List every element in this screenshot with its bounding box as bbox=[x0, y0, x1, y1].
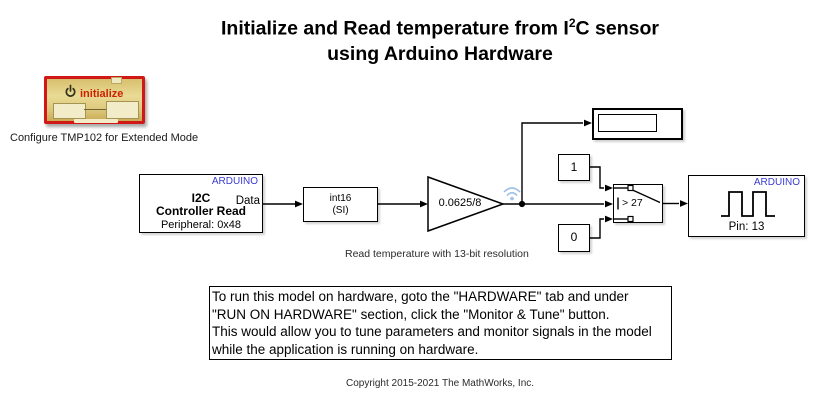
i2c-block-name-line1: I2C bbox=[191, 191, 211, 205]
hardware-note-line2: "RUN ON HARDWARE" section, click the "Mo… bbox=[212, 306, 610, 322]
digital-output-block[interactable]: ARDUINO Pin: 13 bbox=[688, 175, 805, 237]
init-graphic-bar bbox=[74, 119, 118, 123]
init-caption: Configure TMP102 for Extended Mode bbox=[10, 132, 199, 144]
hardware-note-box[interactable]: To run this model on hardware, goto the … bbox=[209, 286, 672, 360]
i2c-block-name-line2: Controller Read bbox=[155, 204, 246, 218]
init-graphic-box-left bbox=[53, 103, 86, 119]
display-block[interactable] bbox=[592, 108, 683, 140]
conversion-type-label: int16 bbox=[329, 193, 352, 204]
power-icon bbox=[64, 84, 77, 103]
model-title-line2: using Arduino Hardware bbox=[327, 42, 553, 65]
switch-block[interactable]: > 27 bbox=[613, 184, 663, 223]
arduino-tag: ARDUINO bbox=[753, 177, 800, 188]
pulse-wave-icon bbox=[720, 189, 776, 224]
model-title-superscript: 2 bbox=[568, 16, 576, 30]
i2c-controller-read-block[interactable]: ARDUINO I2C Controller Read Peripheral: … bbox=[139, 174, 263, 233]
hardware-note-line1: To run this model on hardware, goto the … bbox=[212, 289, 629, 304]
gain-value-label: 0.0625/8 bbox=[438, 197, 482, 209]
init-graphic-box-right bbox=[106, 101, 139, 119]
copyright-note: Copyright 2015-2021 The MathWorks, Inc. bbox=[345, 378, 535, 389]
constant-zero-block[interactable]: 0 bbox=[558, 224, 590, 252]
hardware-note-line4: while the application is running on hard… bbox=[212, 341, 479, 357]
arduino-tag: ARDUINO bbox=[211, 176, 258, 187]
constant-zero-value: 0 bbox=[570, 230, 578, 244]
constant-one-block[interactable]: 1 bbox=[558, 154, 590, 181]
conversion-mode-label: (SI) bbox=[332, 205, 349, 216]
branch-point bbox=[518, 200, 526, 208]
wifi-icon bbox=[503, 187, 521, 201]
model-title-line1-pre: Initialize and Read temperature from I bbox=[221, 17, 569, 40]
wire-const1-to-switch[interactable] bbox=[590, 166, 604, 189]
data-output-port-label: Data bbox=[235, 195, 260, 207]
hardware-note-line3: This would allow you to tune parameters … bbox=[212, 324, 652, 339]
display-readout bbox=[598, 114, 657, 132]
constant-one-value: 1 bbox=[570, 160, 578, 174]
i2c-peripheral-label: Peripheral: 0x48 bbox=[160, 219, 242, 231]
initialize-label: initialize bbox=[80, 87, 124, 100]
model-title-line1-post: C sensor bbox=[575, 17, 659, 40]
model-title: Initialize and Read temperature from I2C… bbox=[60, 11, 819, 67]
resolution-note: Read temperature with 13-bit resolution bbox=[345, 248, 529, 260]
data-type-conversion-block[interactable]: int16 (SI) bbox=[303, 187, 378, 222]
pin-label: Pin: 13 bbox=[728, 221, 765, 233]
initialize-button-block[interactable]: initialize bbox=[44, 76, 145, 124]
init-header: initialize bbox=[64, 84, 123, 103]
wire-const0-to-switch[interactable] bbox=[590, 218, 604, 239]
init-graphic-link bbox=[84, 109, 106, 110]
switch-criteria-label: > 27 bbox=[622, 197, 643, 209]
init-top-port bbox=[111, 77, 122, 84]
